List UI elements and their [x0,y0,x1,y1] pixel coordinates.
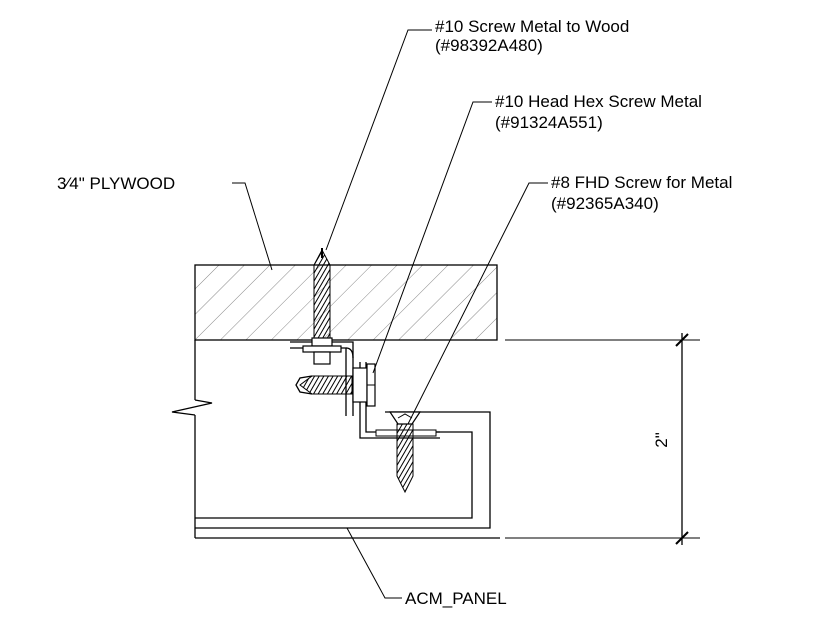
label-acm-panel: ACM_PANEL [405,589,507,608]
hex-screw [295,363,376,407]
label-wood-screw-name: #10 Screw Metal to Wood [435,17,629,36]
plywood-board [194,264,498,341]
wood-screw [302,248,342,365]
label-fhd-screw-part: (#92365A340) [551,194,659,213]
leader-acm-panel [346,527,402,599]
label-hex-screw-part: (#91324A551) [495,113,603,132]
label-hex-screw-name: #10 Head Hex Screw Metal [495,92,702,111]
fhd-screw [375,411,437,494]
leader-fhd-screw [407,182,548,425]
substrate-outline [171,339,500,539]
leader-hex-screw [372,101,492,374]
label-fhd-screw-name: #8 FHD Screw for Metal [551,173,732,192]
leader-wood-screw [325,29,432,251]
leader-plywood [232,182,273,271]
dimension-2in: 2" [505,333,700,545]
leader-lines [232,29,548,599]
dimension-label: 2" [652,432,671,448]
label-plywood: 3⁄4" PLYWOOD [57,174,175,193]
callout-labels: #10 Screw Metal to Wood (#98392A480) #10… [57,17,732,608]
acm-panel [195,411,491,529]
label-wood-screw-part: (#98392A480) [435,36,543,55]
